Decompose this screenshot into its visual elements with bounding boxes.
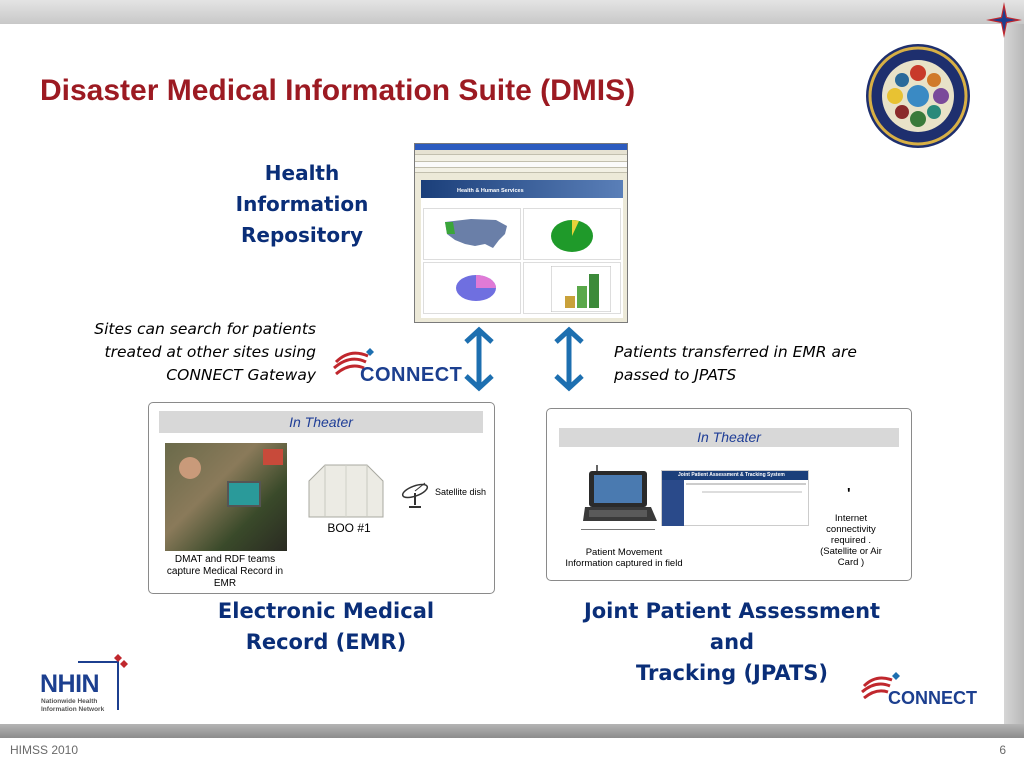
browser-banner: Health & Human Services (421, 180, 623, 198)
page-number: 6 (999, 743, 1006, 757)
laptop-divider (581, 529, 655, 530)
us-map-thumbnail (445, 219, 507, 248)
internet-note-line: (Satellite or Air (820, 546, 882, 557)
footer-left: HIMSS 2010 (10, 743, 79, 757)
nhin-subtitle: Nationwide Health Information Network (41, 698, 104, 714)
double-arrow-icon (554, 326, 584, 392)
transfer-note: Patients transferred in EMR are passed t… (614, 341, 904, 387)
emr-caption-line: capture Medical Record in (166, 566, 284, 577)
connect-wordmark: CONNECT (888, 688, 977, 708)
nhin-subtitle-line: Nationwide Health (41, 698, 98, 705)
internet-note-line: required . (830, 535, 872, 546)
jpats-panel: In Theater Joint Patient Assessment & Tr… (546, 408, 912, 581)
nhin-acronym: NHIN (40, 670, 100, 698)
emr-caption-line: EMR (213, 578, 237, 589)
transfer-note-line: Patients transferred in EMR are (614, 343, 857, 361)
jpats-screen-thumbnail: Joint Patient Assessment & Tracking Syst… (661, 470, 809, 526)
emr-panel: In Theater BOO #1 Satellite dish DMAT an… (148, 402, 495, 594)
slide-title: Disaster Medical Information Suite (DMIS… (40, 74, 636, 107)
seal-emblem (864, 42, 972, 150)
jpats-label-line: Joint Patient Assessment and (583, 599, 881, 654)
hir-label-line: Information (235, 192, 369, 216)
connect-swirl-icon (861, 672, 900, 700)
connect-logo: CONNECT (858, 670, 988, 714)
bottom-bar (0, 724, 1024, 738)
jpats-label: Joint Patient Assessment and Tracking (J… (566, 596, 898, 689)
satellite-label: Satellite dish (435, 487, 487, 497)
emr-label-line: Electronic Medical (217, 599, 435, 623)
laptop-icon (583, 465, 657, 521)
hir-label-line: Health (264, 161, 340, 185)
compass-star-icon (984, 0, 1024, 40)
bar-chart-thumbnail (551, 266, 611, 312)
emr-label-line: Record (EMR) (245, 630, 407, 654)
jpats-screen-title: Joint Patient Assessment & Tracking Syst… (662, 471, 808, 480)
internet-note-line: Card ) (837, 557, 865, 568)
nhin-subtitle-line: Information Network (41, 706, 105, 713)
nhin-frame-icon (78, 654, 128, 710)
right-frame (1004, 24, 1024, 724)
connect-wordmark: CONNECT (360, 364, 463, 386)
nhin-logo: NHIN Nationwide Health Information Netwo… (38, 654, 138, 714)
field-team-photo (165, 443, 287, 551)
satellite-dish-icon (401, 482, 429, 508)
double-arrow-icon (464, 326, 494, 392)
emr-caption-line: DMAT and RDF teams (174, 554, 276, 565)
jpats-caption-line: Information captured in field (565, 558, 683, 569)
search-note-line: treated at other sites using (104, 343, 316, 361)
boo-label: BOO #1 (327, 521, 371, 535)
pie-chart-thumbnail (551, 220, 593, 252)
pie-chart-thumbnail (456, 275, 496, 301)
tent-icon (308, 464, 384, 518)
connect-swirl-icon (333, 348, 374, 376)
top-bar (0, 0, 1024, 24)
jpats-label-line: Tracking (JPATS) (636, 661, 828, 685)
internet-note-line: connectivity (826, 524, 876, 535)
emr-label: Electronic Medical Record (EMR) (196, 596, 456, 658)
search-note-line: Sites can search for patients (94, 320, 316, 338)
hir-browser-screenshot: Health & Human Services (414, 143, 628, 323)
jpats-caption: Patient Movement Information captured in… (551, 547, 697, 569)
connect-logo: CONNECT (330, 344, 463, 388)
search-note: Sites can search for patients treated at… (60, 318, 316, 387)
transfer-note-line: passed to JPATS (614, 366, 737, 384)
emr-caption: DMAT and RDF teams capture Medical Recor… (155, 554, 295, 590)
internet-note: Internet connectivity required . (Satell… (805, 513, 897, 568)
theater-header: In Theater (559, 428, 899, 447)
theater-header: In Theater (159, 411, 483, 433)
search-note-line: CONNECT Gateway (166, 366, 316, 384)
tick-mark: ' (847, 485, 851, 502)
jpats-caption-line: Patient Movement (585, 547, 663, 558)
hir-label: Health Information Repository (222, 158, 382, 251)
internet-note-line: Internet (834, 513, 868, 524)
hir-label-line: Repository (241, 223, 363, 247)
